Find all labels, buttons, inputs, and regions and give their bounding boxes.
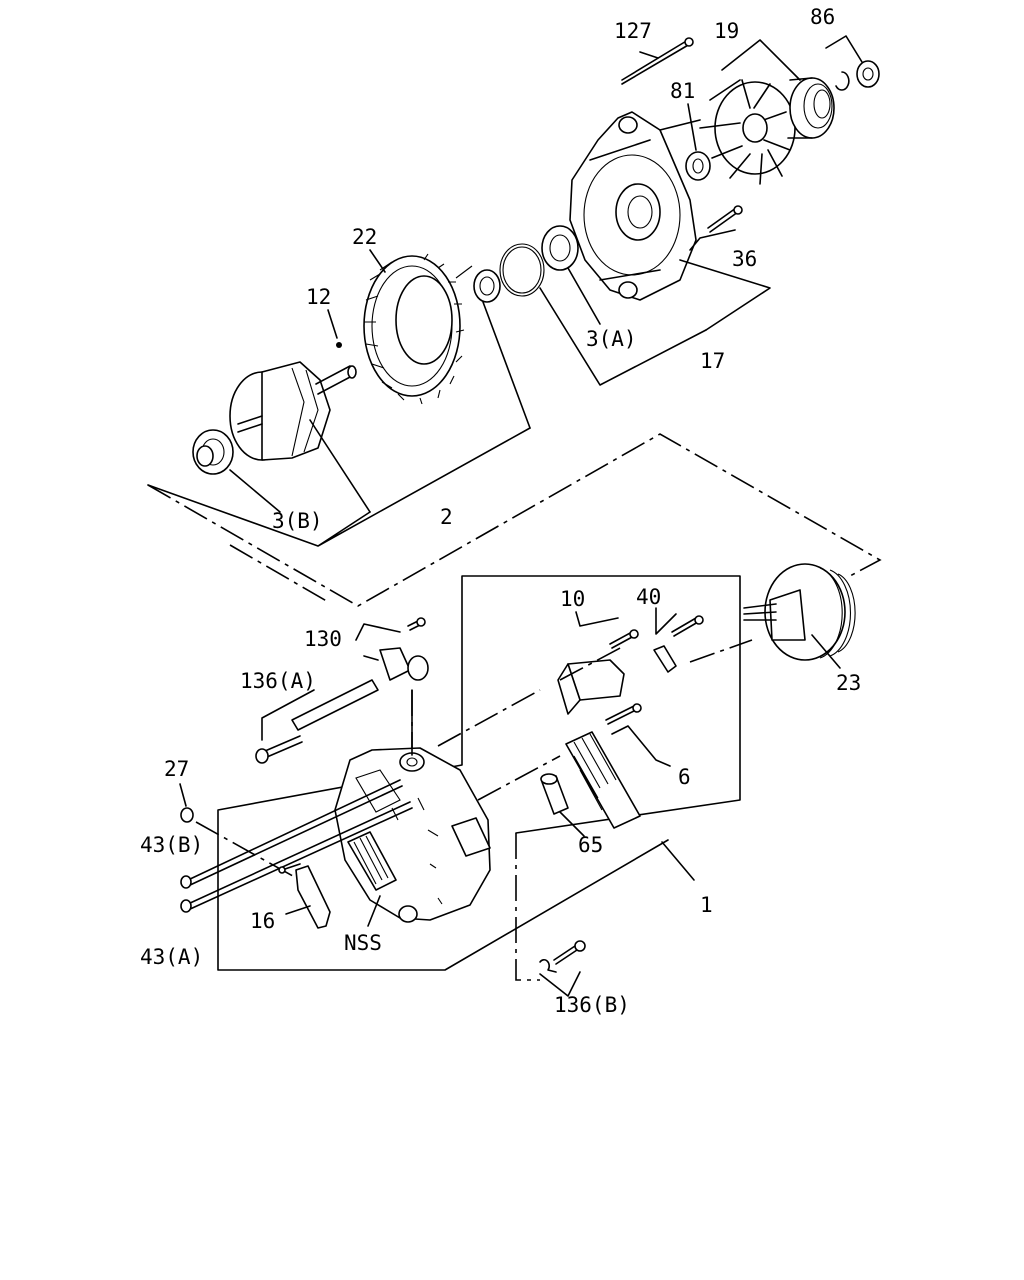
leader-10 bbox=[575, 611, 619, 627]
leader-81 bbox=[687, 103, 697, 151]
label-43b: 43(B) bbox=[140, 833, 203, 857]
bolt-43a bbox=[180, 801, 413, 913]
regulator-nss bbox=[347, 831, 397, 891]
bracket-2 bbox=[147, 427, 531, 547]
label-nss: NSS bbox=[344, 931, 382, 955]
label-10: 10 bbox=[560, 587, 585, 611]
label-130: 130 bbox=[304, 627, 342, 651]
leader-130 bbox=[355, 623, 401, 641]
leader-3b bbox=[229, 469, 281, 513]
label-16: 16 bbox=[250, 909, 275, 933]
condenser-65 bbox=[540, 773, 569, 815]
label-3b: 3(B) bbox=[272, 509, 323, 533]
main-axis-dash bbox=[437, 639, 753, 747]
bolt-40 bbox=[653, 615, 704, 673]
rectifier-axis-dash bbox=[477, 755, 561, 801]
label-2: 2 bbox=[440, 505, 453, 529]
leader-27 bbox=[179, 783, 187, 807]
rear-cover-23 bbox=[743, 563, 856, 661]
leader-nss bbox=[367, 895, 381, 927]
label-127: 127 bbox=[614, 19, 652, 43]
label-136b: 136(B) bbox=[554, 993, 630, 1017]
label-3a: 3(A) bbox=[586, 327, 637, 351]
leader-65 bbox=[559, 811, 585, 837]
leader-19 bbox=[721, 39, 801, 81]
clip-axis-dash bbox=[515, 833, 540, 981]
label-65: 65 bbox=[578, 833, 603, 857]
leader-1 bbox=[661, 841, 695, 881]
label-1: 1 bbox=[700, 893, 713, 917]
label-81: 81 bbox=[670, 79, 695, 103]
leader-23 bbox=[811, 634, 841, 669]
nut-27 bbox=[180, 807, 194, 823]
label-43a: 43(A) bbox=[140, 945, 203, 969]
label-27: 27 bbox=[164, 757, 189, 781]
label-86: 86 bbox=[810, 5, 835, 29]
label-23: 23 bbox=[836, 671, 861, 695]
leader-130-b bbox=[363, 655, 379, 661]
strap-136a bbox=[255, 679, 379, 764]
bracket-16 bbox=[278, 863, 331, 929]
rotor-2 bbox=[229, 361, 357, 461]
label-36: 36 bbox=[732, 247, 757, 271]
leader-36 bbox=[689, 229, 736, 251]
bolt-127 bbox=[621, 37, 694, 85]
label-12: 12 bbox=[306, 285, 331, 309]
leader-3a bbox=[539, 287, 707, 386]
bracket-10 bbox=[557, 629, 639, 715]
leader-22 bbox=[369, 249, 386, 273]
rectifier-6 bbox=[565, 703, 642, 829]
leader-6 bbox=[611, 725, 671, 767]
stator-22 bbox=[363, 253, 473, 405]
spacer-81 bbox=[685, 151, 711, 181]
label-40: 40 bbox=[636, 585, 661, 609]
leader-2 bbox=[309, 419, 371, 513]
bolt-136b bbox=[539, 940, 586, 973]
bolt-43b bbox=[180, 779, 403, 889]
leader-127 bbox=[639, 51, 659, 59]
leader-16 bbox=[285, 905, 311, 915]
terminal-130 bbox=[379, 617, 429, 681]
leader-2-b bbox=[482, 301, 531, 429]
leader-12 bbox=[327, 309, 338, 339]
front-bracket-17 bbox=[569, 111, 701, 301]
bushing bbox=[473, 269, 501, 303]
bearing-3b bbox=[192, 429, 234, 475]
label-22: 22 bbox=[352, 225, 377, 249]
assembly-dash-bracket bbox=[147, 433, 882, 607]
label-136a: 136(A) bbox=[240, 669, 316, 693]
leader-17 bbox=[679, 259, 771, 331]
rotor-axis-dash bbox=[229, 544, 331, 604]
leader-40 bbox=[655, 607, 677, 635]
leader-3a-b bbox=[567, 267, 601, 325]
leader-136b bbox=[539, 971, 581, 997]
label-19: 19 bbox=[714, 19, 739, 43]
nut-86 bbox=[835, 60, 880, 91]
label-6: 6 bbox=[678, 765, 691, 789]
leader-136a bbox=[261, 689, 315, 741]
bolt-36 bbox=[707, 205, 743, 233]
bearing-3a bbox=[499, 225, 579, 297]
leader-86 bbox=[825, 35, 863, 63]
fan-pulley-19 bbox=[699, 77, 835, 185]
label-17: 17 bbox=[700, 349, 725, 373]
pin-12 bbox=[336, 342, 342, 348]
